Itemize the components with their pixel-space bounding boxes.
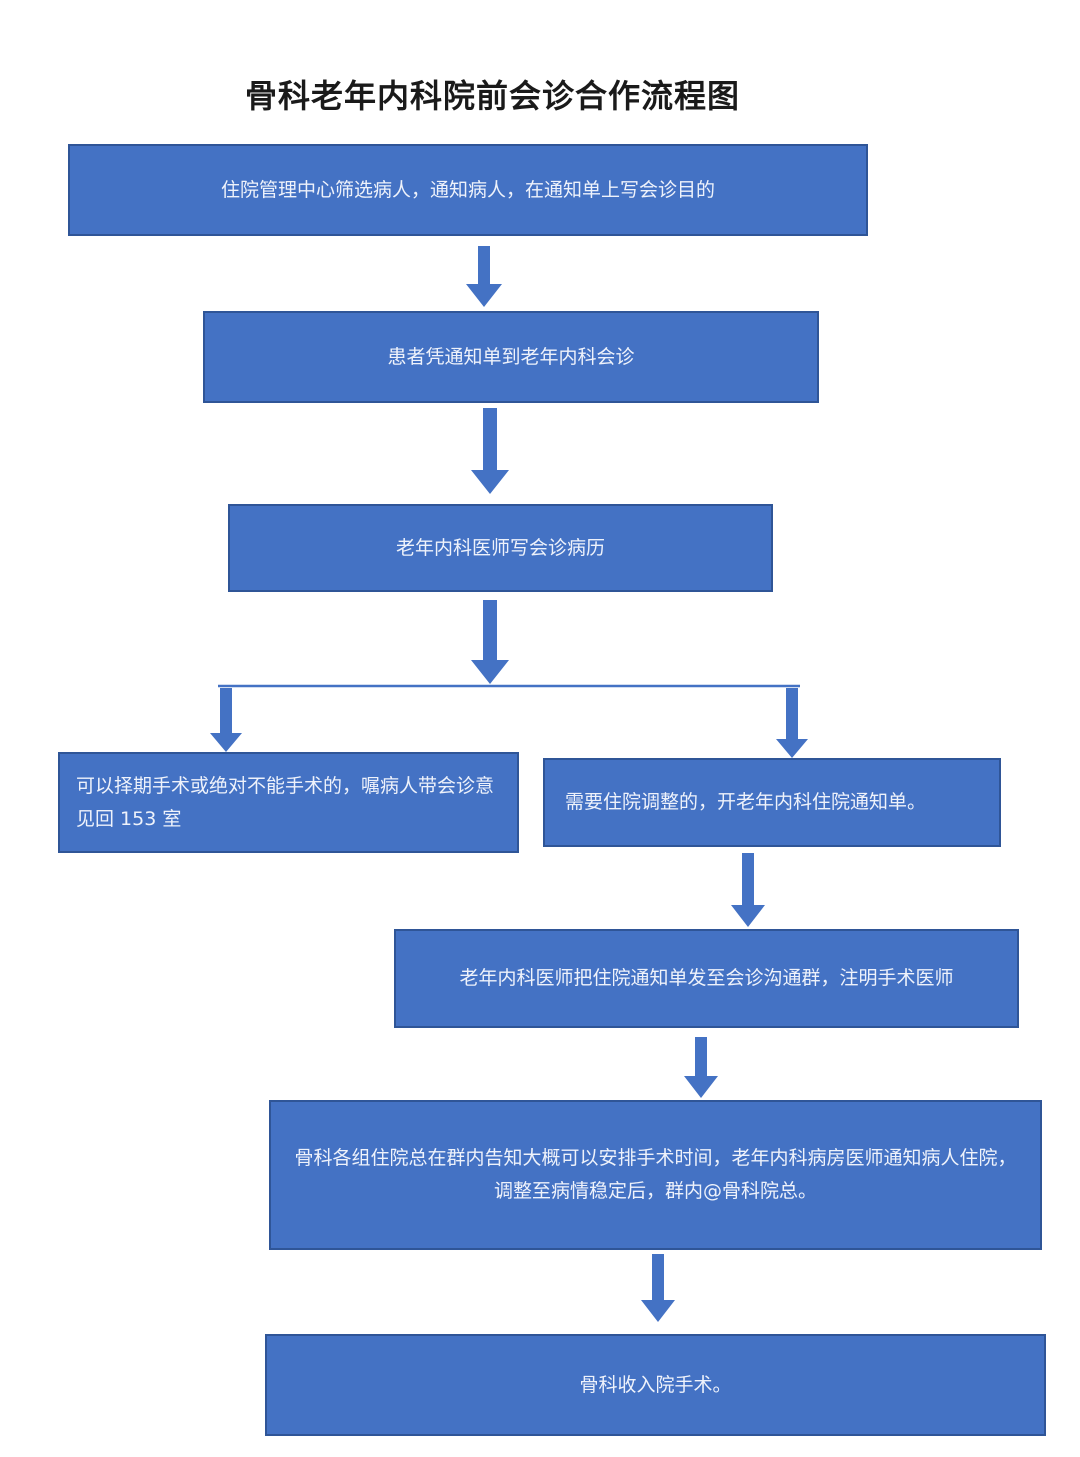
arrow-3-to-split: [471, 600, 509, 684]
step-screen-patients-text: 住院管理中心筛选病人，通知病人，在通知单上写会诊目的: [220, 178, 715, 201]
step-screen-patients: 住院管理中心筛选病人，通知病人，在通知单上写会诊目的: [68, 144, 868, 236]
arrow-right-to-send: [731, 853, 765, 927]
step-patient-consult-text: 患者凭通知单到老年内科会诊: [387, 345, 635, 368]
step-send-notice-text: 老年内科医师把住院通知单发至会诊沟通群，注明手术医师: [459, 967, 954, 989]
step-send-notice: 老年内科医师把住院通知单发至会诊沟通群，注明手术医师: [394, 929, 1019, 1028]
branch-right-box: 需要住院调整的，开老年内科住院通知单。: [543, 758, 1001, 847]
arrow-to-right-branch: [776, 688, 808, 758]
arrow-1-to-2: [466, 246, 502, 307]
step-admit-surgery: 骨科收入院手术。: [265, 1334, 1046, 1436]
branch-right-text: 需要住院调整的，开老年内科住院通知单。: [565, 791, 927, 813]
step-arrange-surgery-text: 骨科各组住院总在群内告知大概可以安排手术时间，老年内科病房医师通知病人住院，调整…: [294, 1147, 1017, 1202]
step-arrange-surgery: 骨科各组住院总在群内告知大概可以安排手术时间，老年内科病房医师通知病人住院，调整…: [269, 1100, 1042, 1250]
arrow-to-left-branch: [210, 688, 242, 752]
branch-left-text: 可以择期手术或绝对不能手术的，嘱病人带会诊意见回 153 室: [76, 774, 495, 830]
arrow-2-to-3: [471, 408, 509, 494]
branch-left-box: 可以择期手术或绝对不能手术的，嘱病人带会诊意见回 153 室: [58, 752, 519, 853]
arrow-arrange-to-admit: [641, 1254, 675, 1322]
step-admit-surgery-text: 骨科收入院手术。: [579, 1373, 732, 1396]
step-write-record-text: 老年内科医师写会诊病历: [395, 536, 605, 559]
step-patient-consult: 患者凭通知单到老年内科会诊: [203, 311, 819, 403]
page-title: 骨科老年内科院前会诊合作流程图: [244, 77, 740, 115]
step-write-record: 老年内科医师写会诊病历: [228, 504, 773, 592]
arrow-send-to-arrange: [684, 1037, 718, 1098]
